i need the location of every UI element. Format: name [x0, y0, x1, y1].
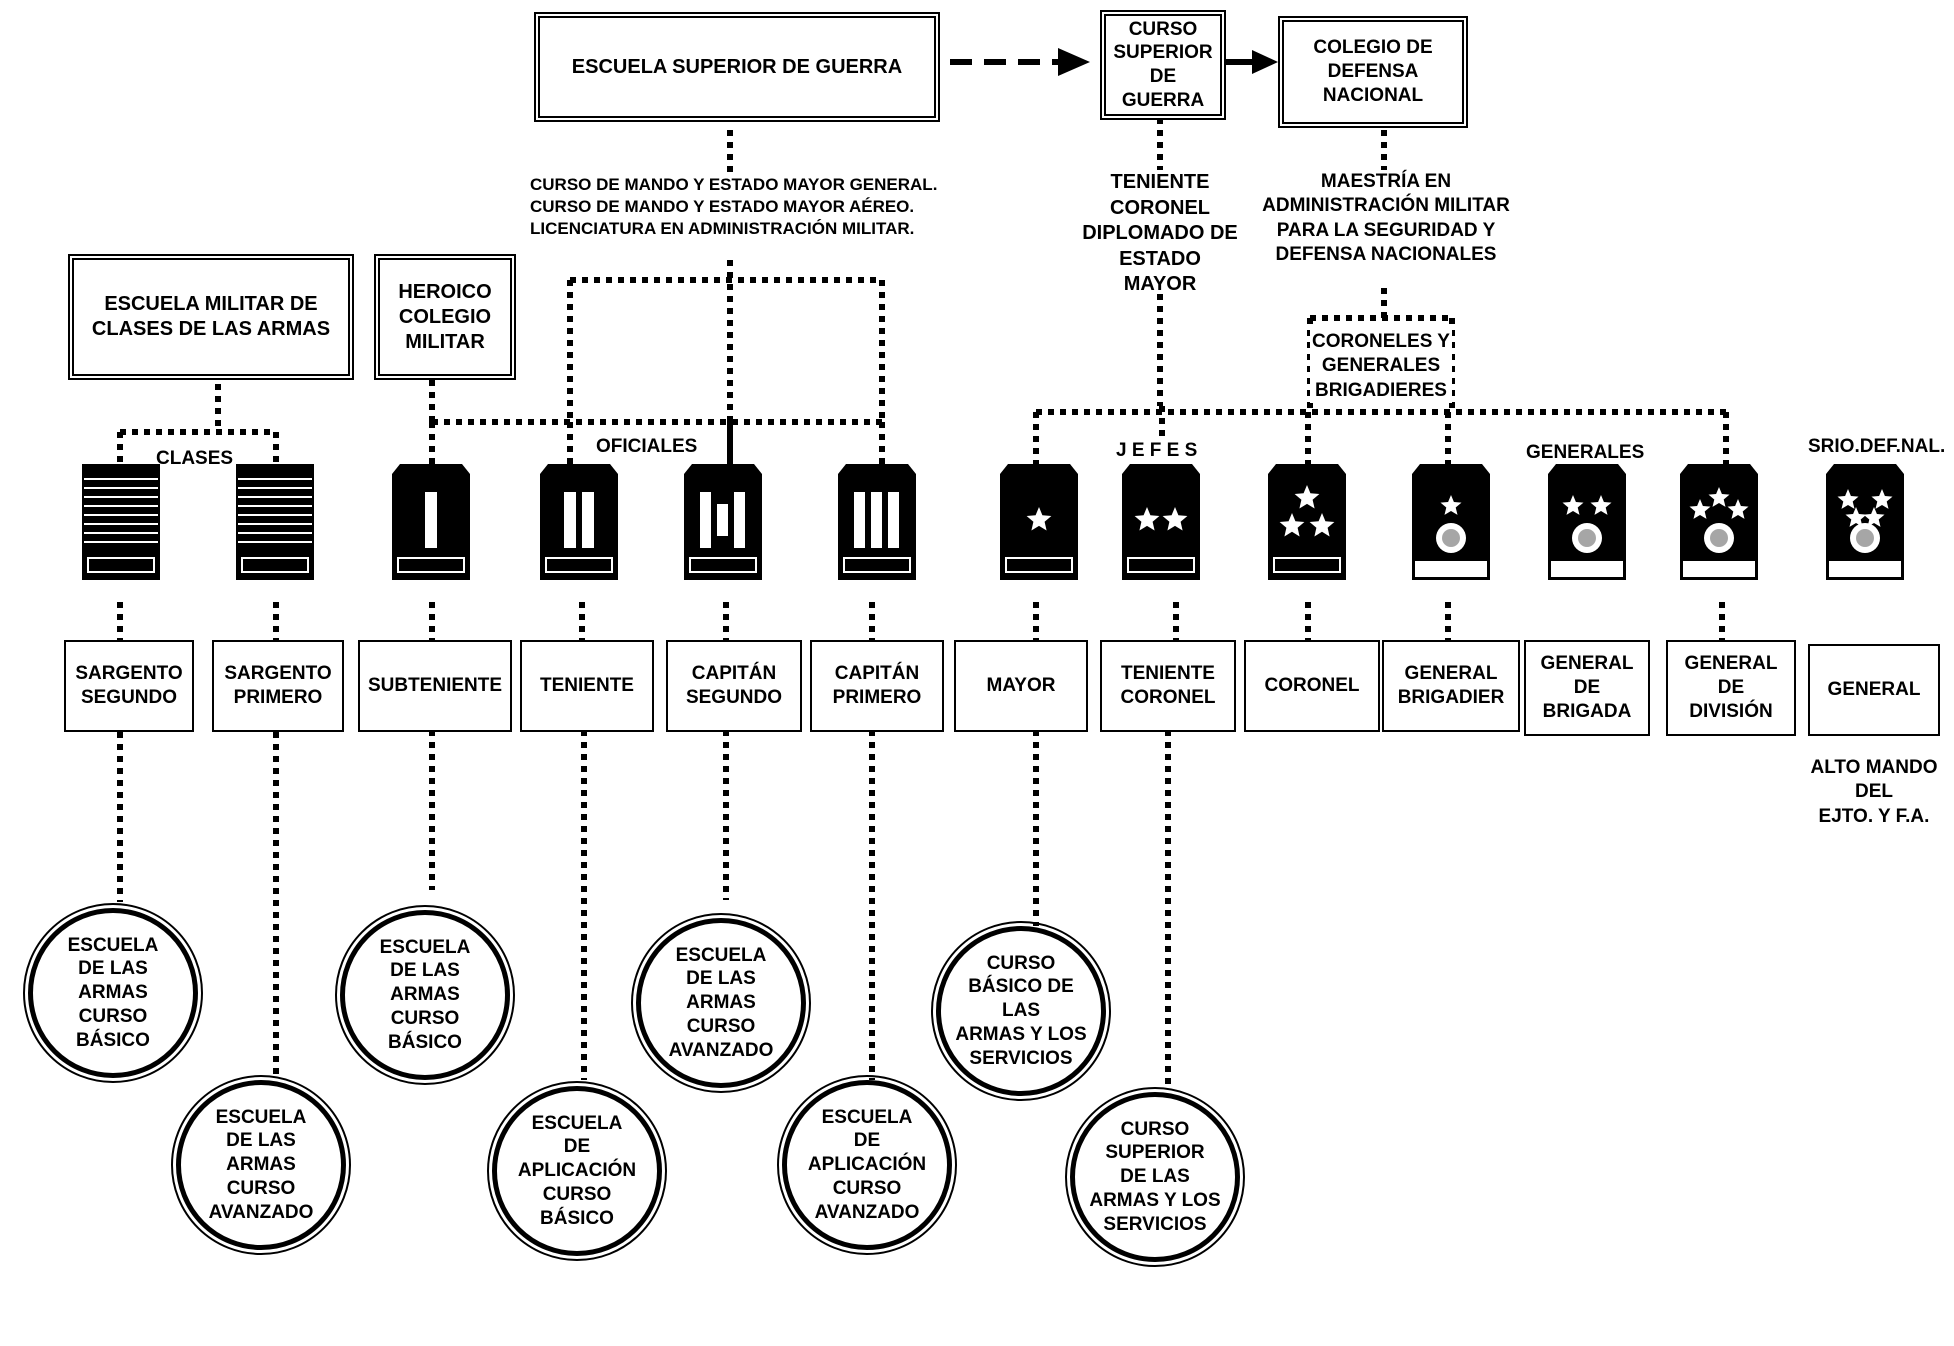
maestria-text: MAESTRÍA EN ADMINISTRACIÓN MILITAR PARA … — [1262, 171, 1510, 265]
insignia-star-1-icon — [1000, 464, 1078, 580]
rank-box: GENERAL BRIGADIER — [1382, 640, 1520, 732]
course-circle: ESCUELA DE LAS ARMAS CURSO BÁSICO — [335, 905, 515, 1085]
group-oficiales: OFICIALES — [592, 436, 702, 458]
alto-mando-text: ALTO MANDO DEL EJTO. Y F.A. — [1810, 757, 1938, 827]
group-jefes: J E F E S — [1112, 440, 1202, 462]
rank-box: CAPITÁN SEGUNDO — [666, 640, 802, 732]
rank-box: TENIENTE — [520, 640, 654, 732]
group-clases: CLASES — [152, 448, 238, 470]
rank-box: TENIENTE CORONEL — [1100, 640, 1236, 732]
course-circle: CURSO BÁSICO DE LAS ARMAS Y LOS SERVICIO… — [931, 921, 1111, 1101]
course-circle: ESCUELA DE LAS ARMAS CURSO AVANZADO — [631, 913, 811, 1093]
insignia-stripes-icon — [236, 464, 314, 580]
insignia-stripes-icon — [82, 464, 160, 580]
course-circle: ESCUELA DE APLICACIÓN CURSO BÁSICO — [487, 1081, 667, 1261]
rank-box: CAPITÁN PRIMERO — [810, 640, 944, 732]
insignia-eagle-star-3-icon — [1680, 464, 1758, 580]
insignia-bar-2-half-icon — [684, 464, 762, 580]
heroico-colegio-militar-box: HEROICO COLEGIO MILITAR — [374, 254, 516, 380]
rank-box: GENERAL DE BRIGADA — [1524, 640, 1650, 736]
insignia-eagle-star-1-icon — [1412, 464, 1490, 580]
insignia-bar-1-icon — [392, 464, 470, 580]
insignia-star-2-icon — [1122, 464, 1200, 580]
escuela-superior-guerra-box: ESCUELA SUPERIOR DE GUERRA — [534, 12, 940, 122]
rank-box: MAYOR — [954, 640, 1088, 732]
escuela-militar-clases-box: ESCUELA MILITAR DE CLASES DE LAS ARMAS — [68, 254, 354, 380]
courses-description: CURSO DE MANDO Y ESTADO MAYOR GENERAL. C… — [530, 175, 938, 238]
curso-superior-guerra-box: CURSO SUPERIOR DE GUERRA — [1100, 10, 1226, 120]
insignia-eagle-star-4-icon — [1826, 464, 1904, 580]
group-generales: GENERALES — [1522, 442, 1649, 464]
course-circle: CURSO SUPERIOR DE LAS ARMAS Y LOS SERVIC… — [1065, 1087, 1245, 1267]
rank-box: SARGENTO PRIMERO — [212, 640, 344, 732]
rank-box: SARGENTO SEGUNDO — [64, 640, 194, 732]
coroneles-generales-brigadieres: CORONELES Y GENERALES BRIGADIERES — [1310, 330, 1452, 403]
group-srio-def-nal: SRIO.DEF.NAL. — [1804, 436, 1950, 458]
rank-box: GENERAL DE DIVISIÓN — [1666, 640, 1796, 736]
rank-box: CORONEL — [1244, 640, 1380, 732]
insignia-bar-2-icon — [540, 464, 618, 580]
course-circle: ESCUELA DE LAS ARMAS CURSO BÁSICO — [23, 903, 203, 1083]
course-circle: ESCUELA DE LAS ARMAS CURSO AVANZADO — [171, 1075, 351, 1255]
insignia-bar-3-icon — [838, 464, 916, 580]
rank-box: GENERAL — [1808, 644, 1940, 736]
insignia-star-3-icon — [1268, 464, 1346, 580]
rank-box: SUBTENIENTE — [358, 640, 512, 732]
course-circle: ESCUELA DE APLICACIÓN CURSO AVANZADO — [777, 1075, 957, 1255]
insignia-eagle-star-2-icon — [1548, 464, 1626, 580]
teniente-coronel-diplomado: TENIENTE CORONEL DIPLOMADO DE ESTADO MAY… — [1082, 171, 1238, 296]
colegio-defensa-nacional-box: COLEGIO DE DEFENSA NACIONAL — [1278, 16, 1468, 128]
